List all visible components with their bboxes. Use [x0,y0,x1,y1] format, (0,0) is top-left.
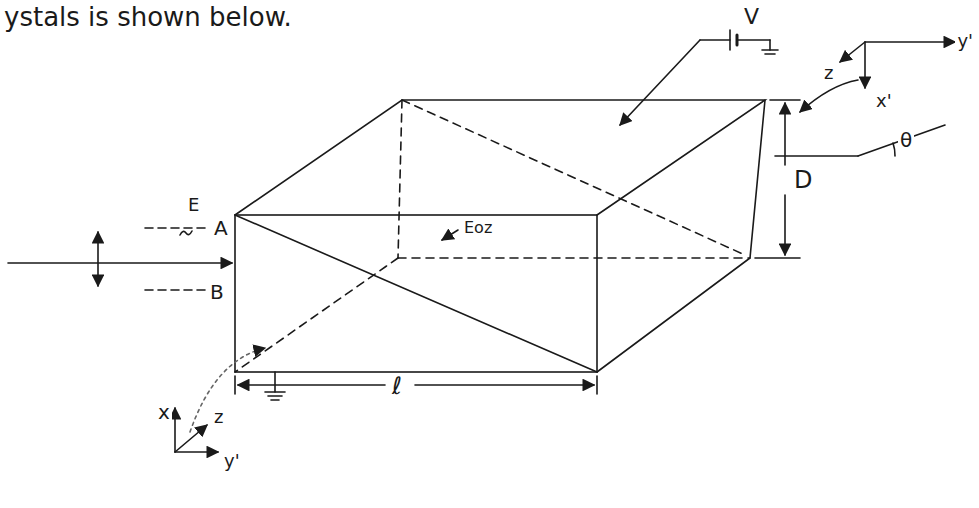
field-wave [180,231,192,235]
voltage-label: V [742,6,761,28]
axis-arrow [864,42,866,88]
height-dimension [784,195,786,255]
pointer-arrow [800,80,858,112]
angle-line [775,155,858,157]
front-face [235,215,597,372]
field-label: E [186,196,201,214]
right-face [597,100,765,372]
field-label: Eoz [462,220,494,236]
electrode-wire [620,40,700,125]
axis-label: x' [874,92,894,110]
ray-label: A [212,218,230,238]
top-face [235,100,765,215]
beam-width-arrow [97,232,99,286]
battery-symbol [729,30,731,50]
angle-label: θ [898,130,914,150]
ray-b-line [145,289,205,291]
axis-arrow [175,451,218,453]
input-beam [8,262,232,264]
pointer-arrow [190,348,265,432]
axis-arrow [174,408,176,452]
prism-boundary [235,215,597,372]
angle-line [858,125,945,156]
length-label: ℓ [390,374,404,398]
axis-label: z [212,408,225,426]
height-label: D [792,168,814,192]
caption-fragment: ystals is shown below. [2,4,294,30]
angle-arc [893,143,895,156]
axis-label: z [822,64,835,82]
hidden-edges [235,100,750,372]
ground-symbol [769,40,771,50]
ground-wire [274,372,276,392]
axis-arrow [865,41,955,43]
length-dimension [238,384,385,386]
ray-a-line [145,227,210,229]
field-arrow [442,230,458,240]
axis-arrow [840,42,865,62]
axis-label: y' [222,452,242,470]
axis-label: y' [955,32,975,50]
ray-label: B [208,282,226,302]
length-dimension [415,384,594,386]
axis-label: x [156,402,172,422]
